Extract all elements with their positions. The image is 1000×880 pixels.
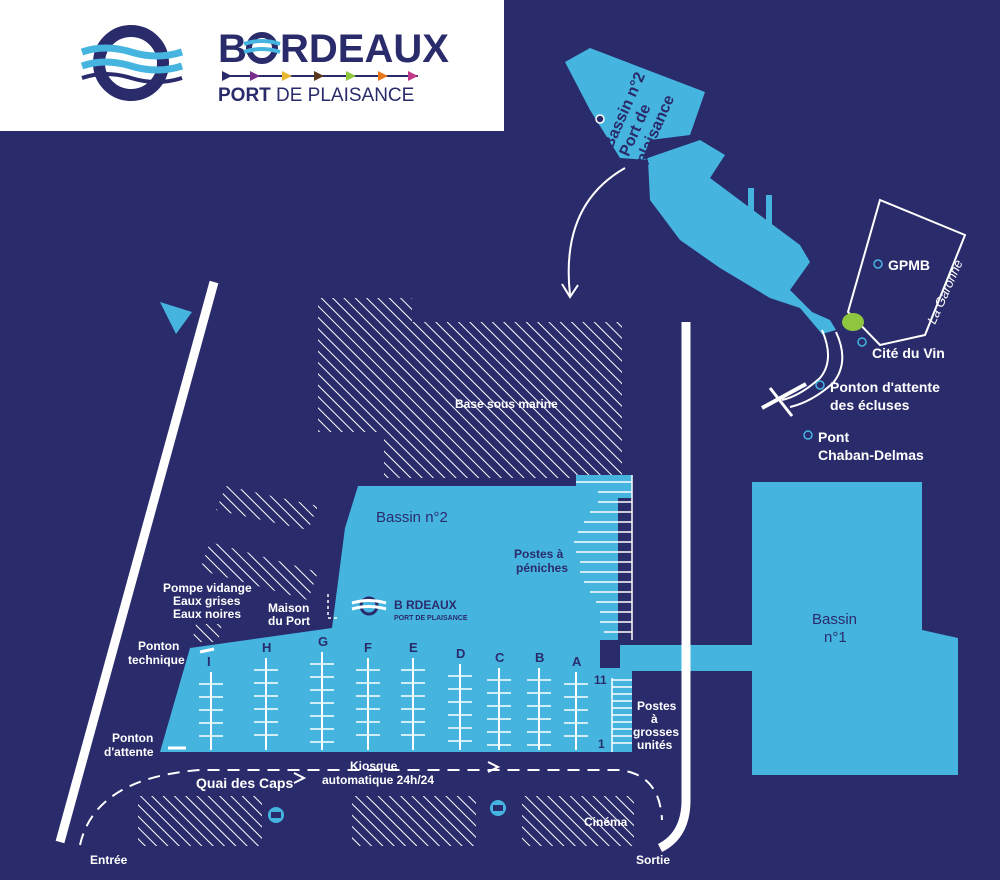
gpmb-label: GPMB [888,257,930,273]
logo-name-b: B [218,27,247,71]
pontoon-g: G [310,634,334,750]
maison-label-1: Maison [268,601,309,615]
ponton-attente-label-2: d'attente [104,745,154,759]
logo-panel: B RDEAUX PORT DE PLAISANCE [0,0,504,131]
logo-name-rest: RDEAUX [280,27,449,71]
quai-label: Quai des Caps [196,775,293,791]
base-sous-marine-block [318,298,622,478]
pompe-label-1: Pompe vidange [163,581,252,595]
kiosque-label-1: Kiosque [350,759,398,773]
pontoon-i: I [199,654,223,750]
pontoon-letter-i: I [207,654,211,669]
cite-du-vin-label: Cité du Vin [872,345,945,361]
parking-areas [138,796,634,846]
location-dot-icon [873,259,883,269]
logo-arrow-stripe [222,71,418,81]
pontoon-h: H [254,640,278,750]
pontoon-letter-f: F [364,640,372,655]
logo-subtitle-rest: DE PLAISANCE [276,85,414,106]
postes-grosses-label-4: unités [637,738,673,752]
berth-number-1: 1 [598,737,605,751]
postes-grosses-label-3: grosses [633,725,679,739]
location-dot-icon [803,430,813,440]
ponton-ecluses-label-1: Ponton d'attente [830,379,940,395]
pontoon-c: C [487,650,511,750]
inline-logo-subtitle: PORT DE PLAISANCE [394,615,468,622]
ponton-attente-label-1: Ponton [112,731,153,745]
north-arrow-icon [160,302,192,334]
plaisance-label: plaisance [633,93,678,167]
inline-logo-name: B RDEAUX [394,598,457,612]
hatched-strips-left [192,486,318,642]
toilet-icon [490,800,506,816]
pontoon-letter-g: G [318,634,328,649]
bassin-1-water [752,482,958,775]
port-de-label: Port de [617,102,655,159]
roads [55,280,691,853]
toilet-icon [268,807,284,823]
bassin2-label: Bassin n°2 [376,509,448,526]
sortie-label: Sortie [636,853,670,867]
inline-logo: B RDEAUX PORT DE PLAISANCE [351,596,468,622]
pontoon-letter-e: E [409,640,418,655]
berth-number-11: 11 [594,673,607,687]
bassin-2-water [160,475,760,752]
pontoon-e: E [401,640,425,750]
pontoon-a: A [564,654,588,750]
postes-peniches-label-1: Postes à [514,547,564,561]
postes-grosses-label-2: à [651,712,658,726]
pontoon-letter-c: C [495,650,505,665]
logo-subtitle-bold: PORT [218,85,271,106]
bordeaux-port-logo: B RDEAUX PORT DE PLAISANCE [80,25,449,106]
base-sous-marine-label: Base sous marine [455,397,558,411]
port-plaisance-label: Bassin n°2 Port de plaisance [600,70,678,167]
pontoon-letter-d: D [456,646,465,661]
location-dot-icon [595,114,605,124]
postes-peniches-docks [574,475,633,640]
location-dot-icon [815,380,825,390]
pontoon-d: D [448,646,472,750]
bassin1-label-2: n°1 [824,629,847,646]
logo-o-icon [243,32,281,64]
pontoon-letter-b: B [535,650,544,665]
bassin2-top-label: Bassin n°2 [600,70,649,152]
upper-basin-area [565,48,844,417]
curve-arrow-icon [561,167,626,299]
maison-label-2: du Port [268,614,310,628]
logo-emblem-icon [80,25,184,101]
cinema-label: Cinéma [584,815,628,829]
pontoon-letter-a: A [572,654,582,669]
pontoon-b: B [527,650,551,750]
ponton-ecluses-label-2: des écluses [830,397,910,413]
ponton-technique-marker [199,647,215,654]
maison-du-port-pointer [327,594,340,619]
pontoon-f: F [356,640,380,750]
location-dot-icon [857,337,867,347]
entree-label: Entrée [90,853,128,867]
kiosque-label-2: automatique 24h/24 [322,773,434,787]
pont-label-1: Pont [818,429,849,445]
pompe-label-3: Eaux noires [173,607,241,621]
ponton-technique-label-1: Ponton [138,639,179,653]
ponton-technique-label-2: technique [128,653,185,667]
cite-du-vin-marker [842,313,864,331]
bassin1-label-1: Bassin [812,611,857,628]
garonne-label: La Garonne [924,257,966,326]
pompe-label-2: Eaux grises [173,594,241,608]
postes-grosses-label-1: Postes [637,699,677,713]
postes-peniches-label-2: péniches [516,561,568,575]
gpmb-building [842,198,967,347]
postes-grosses-unites-docks [611,678,632,752]
pontoon-letter-h: H [262,640,271,655]
pontoons: I H G F E D C B A [199,634,588,750]
pont-label-2: Chaban-Delmas [818,447,924,463]
